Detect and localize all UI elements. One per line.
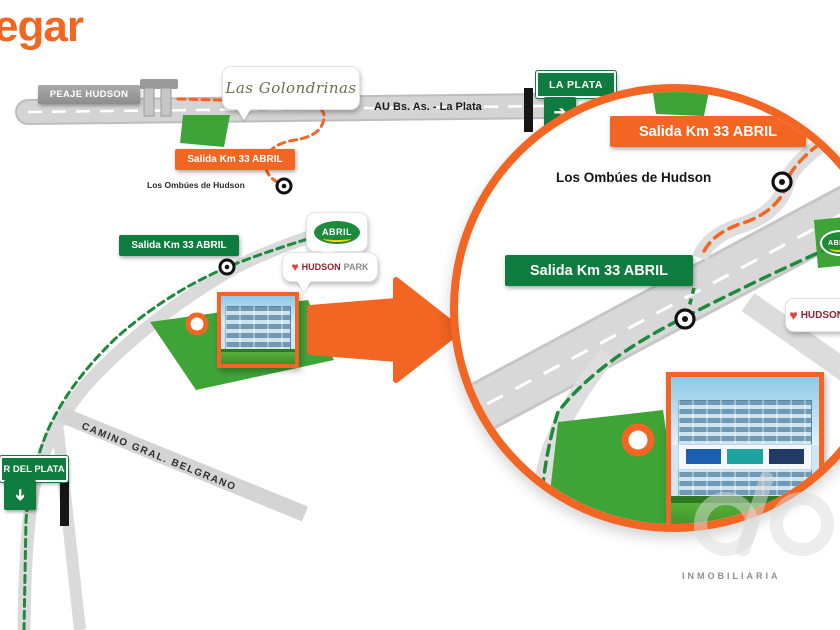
- salida-green-label: Salida Km 33 ABRIL: [131, 240, 227, 251]
- inset-green-route: [538, 241, 840, 524]
- mar-del-plata-sign: R DEL PLATA: [0, 455, 69, 483]
- inset-orange-exit-marker: [771, 171, 793, 193]
- peaje-hudson-label: PEAJE HUDSON: [49, 89, 129, 100]
- zoom-inset-circle: Salida Km 33 ABRIL Los Ombúes de Hudson …: [450, 84, 840, 532]
- watermark-graphic: [770, 492, 834, 556]
- inset-abril-logo-label: ABRIL: [828, 239, 840, 247]
- photo-bushes: [221, 349, 295, 354]
- page-title: egar: [0, 2, 84, 51]
- mar-del-plata-label: R DEL PLATA: [3, 463, 65, 475]
- banner-sign-navy: [768, 449, 805, 465]
- inset-green-parcel-top: [652, 92, 709, 116]
- building-photo-thumbnail: [217, 292, 299, 368]
- hudson-park-word2: PARK: [343, 262, 369, 272]
- hudson-park-word1: HUDSON: [301, 262, 341, 272]
- banner-sign-blue: [685, 449, 722, 465]
- green-parcel-toll: [180, 115, 230, 147]
- heart-icon: ♥: [291, 260, 299, 274]
- heart-icon: ♥: [789, 307, 798, 323]
- inset-los-ombues-label: Los Ombúes de Hudson: [556, 170, 712, 185]
- inset-location-ring-marker: [621, 423, 655, 457]
- la-plata-sign: LA PLATA: [535, 70, 617, 99]
- inset-map-graphics: [458, 92, 840, 524]
- salida-km33-green-sign: Salida Km 33 ABRIL: [119, 235, 239, 256]
- zoom-arrow: [307, 277, 463, 383]
- bubble-tail: [297, 281, 311, 292]
- los-ombues-label: Los Ombúes de Hudson: [147, 180, 245, 190]
- bubble-tail: [237, 109, 251, 120]
- mar-del-plata-arrow-sign: ➔: [4, 480, 36, 510]
- inset-green-exit-marker: [674, 308, 696, 330]
- hudson-park-sign: ♥ HUDSON PARK: [282, 252, 378, 292]
- toll-booth-icon: [140, 79, 178, 117]
- salida-orange-label: Salida Km 33 ABRIL: [187, 154, 283, 165]
- highway-name-label: AU Bs. As. - La Plata: [374, 101, 482, 113]
- abril-logo: ABRIL: [314, 220, 360, 244]
- abril-logo-label: ABRIL: [322, 227, 352, 237]
- local-road: [17, 227, 321, 630]
- banner-sign-teal: [727, 449, 763, 465]
- la-plata-label: LA PLATA: [549, 78, 603, 91]
- location-ring-marker: [185, 312, 209, 336]
- inset-highway-centerline: [458, 213, 840, 422]
- orange-exit-marker: [275, 177, 293, 195]
- sign-post: [60, 468, 69, 526]
- salida-km33-orange-sign: Salida Km 33 ABRIL: [175, 149, 295, 170]
- overpass-mark: [524, 88, 533, 132]
- photo-lawn: [221, 352, 295, 364]
- las-golondrinas-sign: Las Golondrinas: [222, 66, 360, 120]
- photo-banner: [678, 443, 812, 470]
- photo-building: [224, 306, 292, 351]
- down-arrow-icon: ➔: [10, 488, 28, 502]
- watermark-text: INMOBILIARIA: [682, 571, 781, 581]
- inset-secondary-road: [741, 293, 840, 381]
- las-golondrinas-label: Las Golondrinas: [225, 79, 357, 97]
- inset-salida-orange-label: Salida Km 33 ABRIL: [638, 123, 778, 140]
- peaje-hudson-sign: PEAJE HUDSON: [38, 85, 140, 104]
- inset-green-parcel-bottom: [546, 410, 680, 524]
- camino-belgrano-road: [56, 406, 309, 522]
- abril-logo-sign: ABRIL: [306, 212, 368, 262]
- green-exit-marker: [218, 258, 236, 276]
- highway-centerline: [27, 104, 549, 114]
- inset-hudson-park-sign: ♥ HUDSON PARK: [785, 298, 840, 332]
- inset-salida-orange-sign: Salida Km 33 ABRIL: [610, 116, 806, 147]
- inset-salida-green-sign: Salida Km 33 ABRIL: [505, 255, 693, 286]
- inset-green-sign-pointer: [686, 287, 696, 312]
- inset-salida-green-label: Salida Km 33 ABRIL: [529, 262, 669, 279]
- inset-hudson-park-word1: HUDSON: [800, 309, 840, 321]
